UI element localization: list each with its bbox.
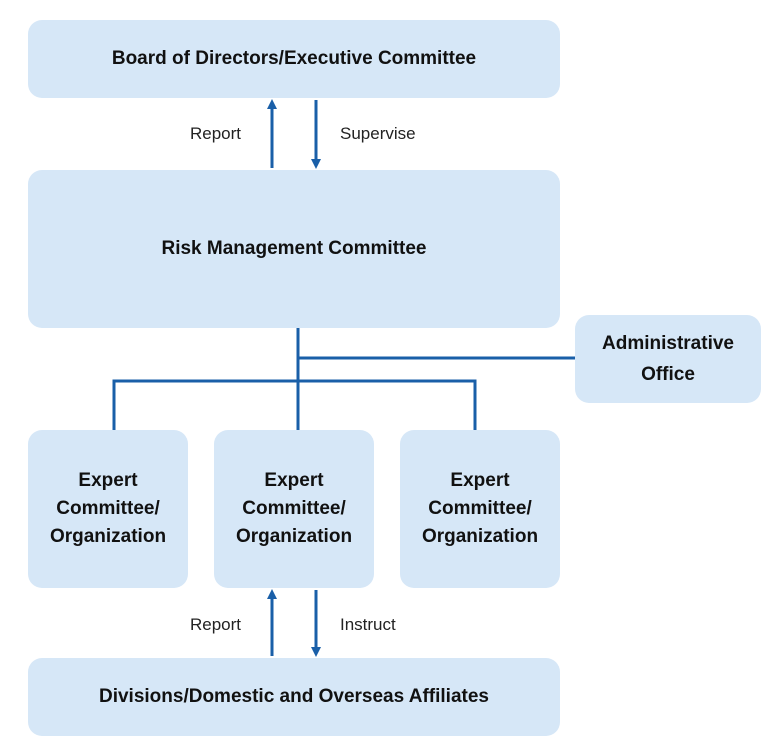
report-label-bottom: Report: [190, 615, 242, 634]
divisions-affiliates-box: Divisions/Domestic and Overseas Affiliat…: [28, 658, 560, 736]
risk-management-committee-box: Risk Management Committee: [28, 170, 560, 328]
expert-committee-label-2: Expert Committee/ Organization: [235, 470, 353, 547]
expert-committee-box-2: Expert Committee/ Organization: [214, 430, 374, 588]
administrative-office-box: Administrative Office: [575, 315, 761, 403]
expert-committee-box-1: Expert Committee/ Organization: [28, 430, 188, 588]
board-of-directors-label: Board of Directors/Executive Committee: [111, 48, 477, 69]
report-label-top: Report: [190, 124, 242, 143]
board-of-directors-box: Board of Directors/Executive Committee: [28, 20, 560, 98]
expert-branch-line: [112, 379, 477, 430]
administrative-office-label: Administrative Office: [602, 333, 734, 385]
instruct-label: Instruct: [340, 615, 396, 634]
divisions-affiliates-label: Divisions/Domestic and Overseas Affiliat…: [98, 686, 489, 707]
expert-committee-label-3: Expert Committee/ Organization: [421, 470, 539, 547]
risk-management-committee-label: Risk Management Committee: [161, 238, 427, 259]
expert-committee-label-1: Expert Committee/ Organization: [49, 470, 167, 547]
supervise-label: Supervise: [340, 124, 416, 143]
expert-committee-box-3: Expert Committee/ Organization: [400, 430, 560, 588]
